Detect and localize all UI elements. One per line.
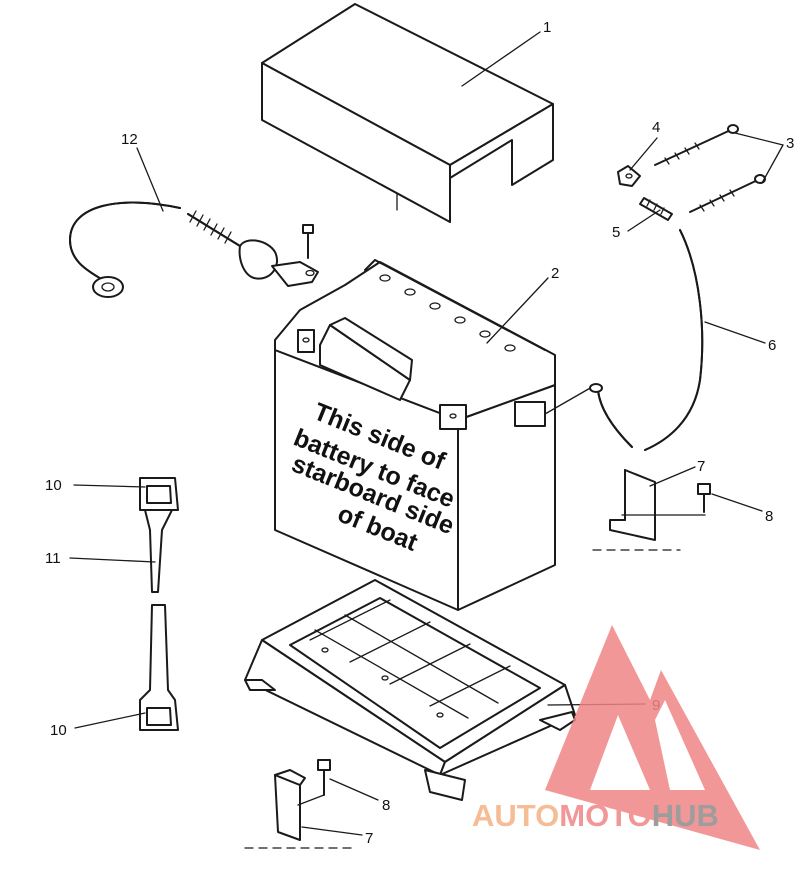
callout-8-lower: 8 [382,797,390,814]
callout-5: 5 [612,224,620,241]
battery-cover [261,3,554,223]
watermark-triangle-icon [545,625,760,850]
callout-6: 6 [768,337,776,354]
watermark-logo: AUTOMOTOHUB [472,625,760,850]
vent-tube [589,229,704,451]
battery: This side of battery to face starboard s… [274,259,593,611]
callout-11: 11 [45,550,61,567]
callout-12: 12 [121,131,138,148]
callout-2: 2 [551,265,559,282]
callout-1: 1 [543,19,551,36]
callout-8: 8 [765,508,773,525]
callout-7: 7 [697,458,705,475]
hardware-set [617,124,766,221]
callout-3: 3 [786,135,794,152]
watermark-text-hub: HUB [652,798,719,833]
callout-4: 4 [652,119,660,136]
watermark-text-auto: AUTO [472,798,559,833]
callout-7-lower: 7 [365,830,373,847]
leader-lines [69,31,784,836]
callout-10-lower: 10 [50,722,67,739]
bracket-lower [244,759,356,849]
callout-10: 10 [45,477,62,494]
battery-tray [244,579,576,801]
negative-cable [69,201,319,298]
hold-down-strap [139,477,179,731]
bracket-right [592,469,711,551]
svg-text:AUTOMOTOHUB: AUTOMOTOHUB [472,798,719,833]
watermark-text-moto: MOTO [559,798,651,833]
